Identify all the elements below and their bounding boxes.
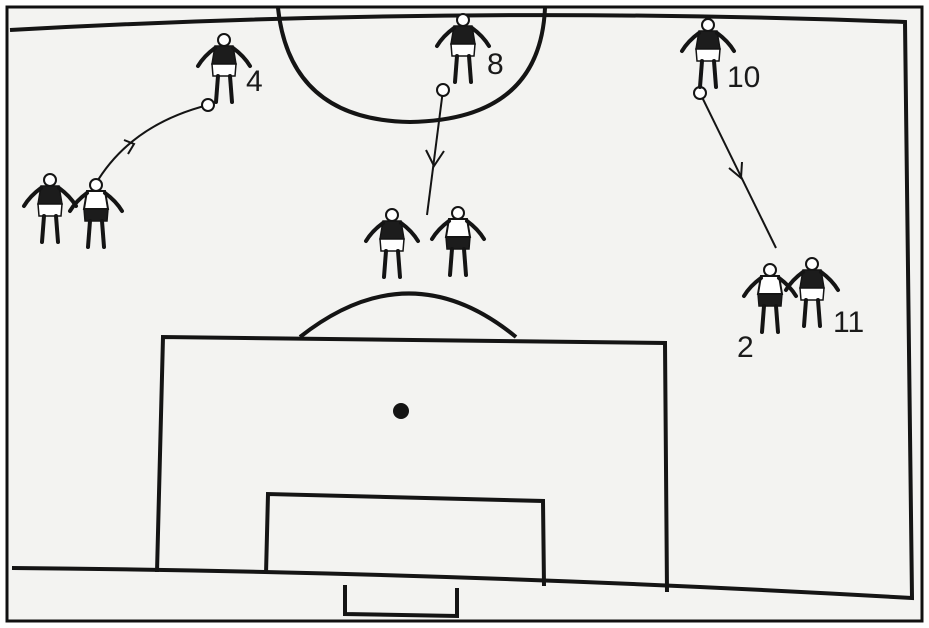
ball-marker-8 [437,84,449,96]
ball-marker-4 [202,99,214,111]
player-number-2: 2 [737,331,754,364]
player-number-10: 10 [727,61,760,94]
penalty-spot [393,403,409,419]
image-border [7,7,922,621]
player-number-4: 4 [246,65,263,98]
player-number-11: 11 [833,306,864,339]
player-number-8: 8 [487,48,504,81]
